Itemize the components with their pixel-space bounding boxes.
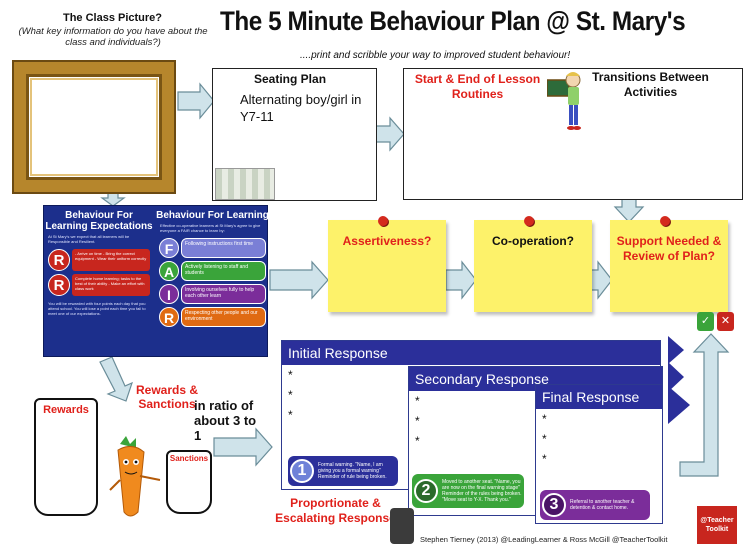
secondary-arrow-tip <box>668 362 684 392</box>
initial-response-banner: Initial Response <box>282 341 660 365</box>
initial-bullet-2: * <box>288 388 293 402</box>
rewards-jar: Rewards <box>34 398 98 516</box>
fair-text-i: Involving ourselves fully to help each o… <box>181 284 266 304</box>
initial-bullet-3: * <box>288 408 293 422</box>
bfl-expectations-title: Behaviour For Learning Expectations <box>45 210 153 232</box>
fair-row-r: R Respecting other people and our enviro… <box>159 307 266 327</box>
letter-a-icon: A <box>159 261 179 281</box>
start-end-routines-heading: Start & End of Lesson Routines <box>414 72 541 101</box>
sanctions-jar-label: Sanctions <box>169 454 209 463</box>
letter-i-icon: I <box>159 284 179 304</box>
fair-text-f: Following instructions first time <box>181 238 266 258</box>
secondary-bullet-3: * <box>415 434 420 448</box>
step-2-text: Moved to another seat. "Name, you are no… <box>442 479 522 503</box>
bfl-fair-panel: Behaviour For Learning Effective co-oper… <box>156 206 269 356</box>
resilient-row: R Complete home learning; tasks to the b… <box>48 274 150 296</box>
ratio-text: in ratio of about 3 to 1 <box>194 398 257 443</box>
bfl-fair-intro: Effective co-operative learners at St Ma… <box>160 223 261 233</box>
final-bullet-3: * <box>542 452 547 466</box>
step-2-number: 2 <box>414 479 438 503</box>
r-resilient-icon: R <box>48 274 70 296</box>
author-photo <box>390 508 414 544</box>
rewards-heading-line2: Sanctions <box>138 397 196 411</box>
teachertoolkit-logo: @Teacher Toolkit <box>697 506 737 544</box>
seating-plan-text: Alternating boy/girl in Y7-11 <box>240 92 362 124</box>
sticky-note-assertiveness: Assertiveness? <box>328 216 446 312</box>
carrot-character-icon <box>109 436 161 517</box>
sanctions-jar: Sanctions <box>166 450 212 514</box>
responsible-row: R - Arrive on time - Bring the correct e… <box>48 249 150 271</box>
class-picture-title: The Class Picture? <box>62 12 163 24</box>
letter-r-icon: R <box>159 307 179 327</box>
credit-text: Stephen Tierney (2013) @LeadingLearner &… <box>420 535 668 544</box>
seating-plan-title: Seating Plan <box>254 72 327 86</box>
resilient-text: Complete home learning; tasks to the bes… <box>72 274 150 296</box>
pushpin-icon <box>524 216 534 226</box>
thumbs-up-icon: ✓ <box>697 312 714 331</box>
fair-text-r: Respecting other people and our environm… <box>181 307 266 327</box>
bfl-expectations-panel: Behaviour For Learning Expectations At S… <box>44 206 154 356</box>
fair-row-f: F Following instructions first time <box>159 238 266 258</box>
bfl-expectations-footer: You will be rewarded with four points ea… <box>48 301 146 316</box>
r-responsible-icon: R <box>48 249 70 271</box>
page-title: The 5 Minute Behaviour Plan @ St. Mary's <box>220 6 686 36</box>
fair-row-a: A Actively listening to staff and studen… <box>159 261 266 281</box>
bfl-fair-title: Behaviour For Learning <box>156 210 269 221</box>
fair-text-a: Actively listening to staff and students <box>181 261 266 281</box>
final-bullet-2: * <box>542 432 547 446</box>
assertiveness-label: Assertiveness? <box>342 234 432 248</box>
bfl-expectations-intro: At St Mary's we expect that all learners… <box>48 234 130 244</box>
step-3-number: 3 <box>542 493 566 517</box>
secondary-bullet-1: * <box>415 394 420 408</box>
rewards-jar-label: Rewards <box>43 404 89 416</box>
arrow-bfl-to-notes <box>269 260 329 300</box>
arrow-sanctions-to-response <box>213 427 273 467</box>
cooperation-label: Co-operation? <box>492 234 574 248</box>
step-1-text: Formal warning. "Name, I am giving you a… <box>318 462 387 480</box>
step-3-text: Referral to another teacher & detention … <box>570 499 635 511</box>
arrow-bfl-down <box>99 356 133 402</box>
responsible-text: - Arrive on time - Bring the correct equ… <box>72 249 150 271</box>
proportionate-response-label: Proportionate & Escalating Response <box>275 496 396 525</box>
final-arrow-tip <box>668 386 690 424</box>
transitions-heading: Transitions Between Activities <box>592 70 709 99</box>
letter-f-icon: F <box>159 238 179 258</box>
step-1-number: 1 <box>290 459 314 483</box>
sticky-note-cooperation: Co-operation? <box>474 216 592 312</box>
final-bullet-1: * <box>542 412 547 426</box>
rewards-heading-line1: Rewards & <box>135 383 199 397</box>
support-label: Support Needed & Review of Plan? <box>616 234 722 263</box>
arrow-note1-to-note2 <box>445 260 477 300</box>
class-picture-subtitle: (What key information do you have about … <box>18 26 208 48</box>
class-picture-frame <box>14 62 174 192</box>
pushpin-icon <box>378 216 388 226</box>
final-response-banner: Final Response <box>536 385 662 409</box>
initial-bullet-1: * <box>288 368 293 382</box>
step-1-badge: 1 Formal warning. "Name, I am giving you… <box>288 456 398 486</box>
rewards-sanctions-heading: Rewards & Sanctions <box>112 383 222 411</box>
page-subtitle: ....print and scribble your way to impro… <box>300 50 571 61</box>
step-2-badge: 2 Moved to another seat. "Name, you are … <box>412 474 524 508</box>
secondary-bullet-2: * <box>415 414 420 428</box>
initial-arrow-tip <box>668 336 684 364</box>
pushpin-icon <box>660 216 670 226</box>
behaviour-for-learning-poster: Behaviour For Learning Expectations At S… <box>43 205 269 357</box>
classroom-photo <box>215 168 275 200</box>
fair-row-i: I Involving ourselves fully to help each… <box>159 284 266 304</box>
arrow-frame-down <box>100 192 126 207</box>
thumbs-down-icon: ✕ <box>717 312 734 331</box>
sticky-note-support: Support Needed & Review of Plan? <box>610 216 728 312</box>
teacher-icon <box>547 72 581 130</box>
arrow-frame-to-seating <box>177 82 215 120</box>
arrow-review-up <box>679 333 730 477</box>
step-3-badge: 3 Referral to another teacher & detentio… <box>540 490 650 520</box>
